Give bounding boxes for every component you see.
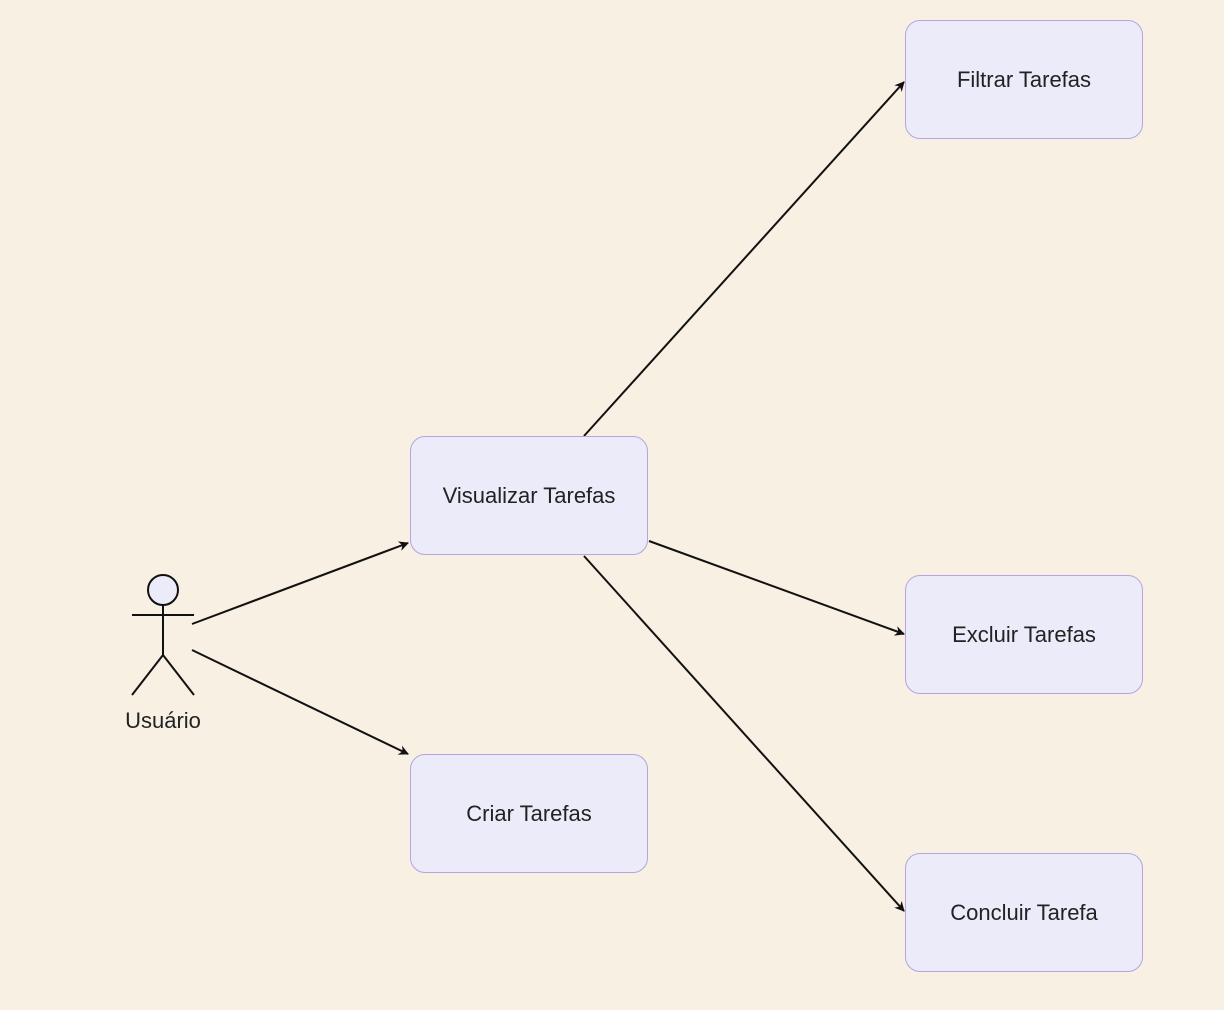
- use-case-label: Visualizar Tarefas: [442, 482, 616, 508]
- edge-usuario-visualizar[interactable]: [191, 541, 409, 625]
- edge-visualizar-excluir[interactable]: [648, 540, 905, 636]
- actor-label: Usuário: [125, 708, 201, 733]
- edge-visualizar-filtrar[interactable]: [583, 81, 905, 437]
- use-case-criar-tarefas[interactable]: Criar Tarefas: [410, 754, 648, 873]
- use-case-filtrar-tarefas[interactable]: Filtrar Tarefas: [905, 20, 1143, 139]
- edge-usuario-criar[interactable]: [191, 649, 409, 755]
- use-case-label: Concluir Tarefa: [950, 899, 1098, 925]
- use-case-visualizar-tarefas[interactable]: Visualizar Tarefas: [410, 436, 648, 555]
- actor-usuario[interactable]: Usuário: [122, 572, 204, 742]
- use-case-concluir-tarefa[interactable]: Concluir Tarefa: [905, 853, 1143, 972]
- use-case-label: Filtrar Tarefas: [956, 66, 1092, 92]
- edge-visualizar-concluir[interactable]: [583, 555, 905, 912]
- use-case-label: Criar Tarefas: [466, 800, 592, 826]
- stick-figure-icon: [131, 574, 195, 696]
- use-case-excluir-tarefas[interactable]: Excluir Tarefas: [905, 575, 1143, 694]
- use-case-label: Excluir Tarefas: [952, 621, 1096, 647]
